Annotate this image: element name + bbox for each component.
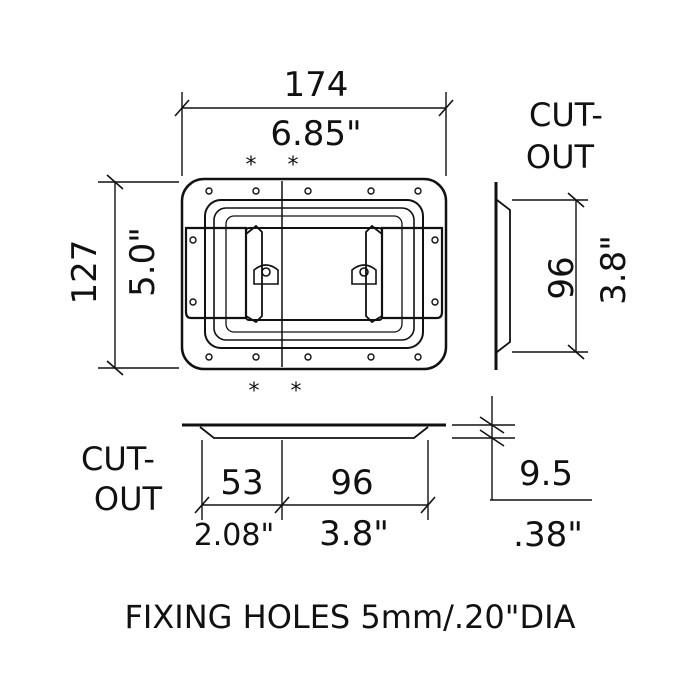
bottom-left-mm-label: 53 [220, 463, 263, 503]
fixing-hole [367, 187, 375, 195]
depth-in-label: .38" [513, 515, 583, 555]
bracket-right [365, 224, 383, 324]
dimension-tick [438, 99, 454, 117]
depth-dimension: 9.5 .38" [452, 396, 592, 555]
recess-outer [204, 199, 424, 349]
dimension-tick [106, 360, 124, 376]
dimension-tick [567, 344, 585, 360]
cutout-label-bottom-line2: OUT [94, 480, 163, 518]
width-mm-label: 174 [284, 65, 349, 105]
pivot-lug-left [253, 264, 279, 285]
fixing-hole [252, 353, 260, 361]
dimension-tick [479, 429, 505, 447]
fixing-hole [414, 187, 422, 195]
recess-inner [213, 207, 415, 341]
fixing-hole [431, 236, 439, 244]
bottom-cutout-in-label: 3.8" [319, 514, 389, 554]
recess-floor [225, 215, 403, 333]
handle-bar [245, 227, 383, 321]
height-dimension: 127 5.0" [65, 174, 179, 376]
fixing-hole [304, 187, 312, 195]
fixing-hole [189, 236, 197, 244]
fixing-hole [367, 353, 375, 361]
bottom-view: 53 2.08" 96 3.8" CUT- OUT [81, 423, 446, 554]
fixing-holes-note: FIXING HOLES 5mm/.20"DIA [125, 598, 576, 636]
dimension-tick [567, 192, 585, 208]
side-recess-profile [496, 199, 511, 353]
front-view: * * * * [180, 153, 448, 404]
cutout-label-right-line2: OUT [526, 138, 595, 176]
height-in-label: 5.0" [123, 227, 163, 297]
height-mm-label: 127 [65, 240, 105, 305]
fixing-hole [431, 298, 439, 306]
fixing-hole [304, 353, 312, 361]
dimension-tick [194, 496, 210, 514]
handle-grip-left [184, 226, 248, 320]
bottom-recess-profile [199, 426, 429, 439]
bottom-left-in-label: 2.08" [194, 518, 275, 553]
plate-outline [180, 177, 448, 371]
dimension-tick [274, 496, 290, 514]
cutout-label-bottom: CUT- [81, 440, 155, 478]
asterisk-marker: * [291, 379, 302, 404]
fixing-hole [189, 298, 197, 306]
fixing-hole [205, 187, 213, 195]
handle-grip-right [380, 226, 444, 320]
bottom-cutout-mm-label: 96 [330, 463, 373, 503]
pivot-hole-left [261, 267, 271, 277]
pivot-lug-right [351, 264, 377, 285]
dimension-tick [420, 496, 436, 514]
side-cutout-in-label: 3.8" [594, 235, 634, 305]
fixing-holes [189, 187, 439, 361]
asterisk-marker: * [249, 379, 260, 404]
width-dimension: 174 6.85" [174, 65, 454, 176]
cutout-label-right: CUT- [529, 96, 603, 134]
fixing-hole [205, 353, 213, 361]
width-in-label: 6.85" [270, 114, 361, 154]
asterisk-marker: * [246, 153, 257, 178]
asterisk-marker: * [288, 153, 299, 178]
depth-mm-label: 9.5 [519, 454, 573, 494]
side-view: 96 3.8" CUT- OUT [494, 96, 634, 370]
pivot-hole-right [359, 267, 369, 277]
dimension-tick [479, 416, 505, 434]
side-cutout-mm-label: 96 [542, 256, 582, 299]
dimension-tick [106, 174, 124, 190]
fixing-hole [414, 353, 422, 361]
dimension-tick [174, 99, 190, 117]
fixing-hole [252, 187, 260, 195]
